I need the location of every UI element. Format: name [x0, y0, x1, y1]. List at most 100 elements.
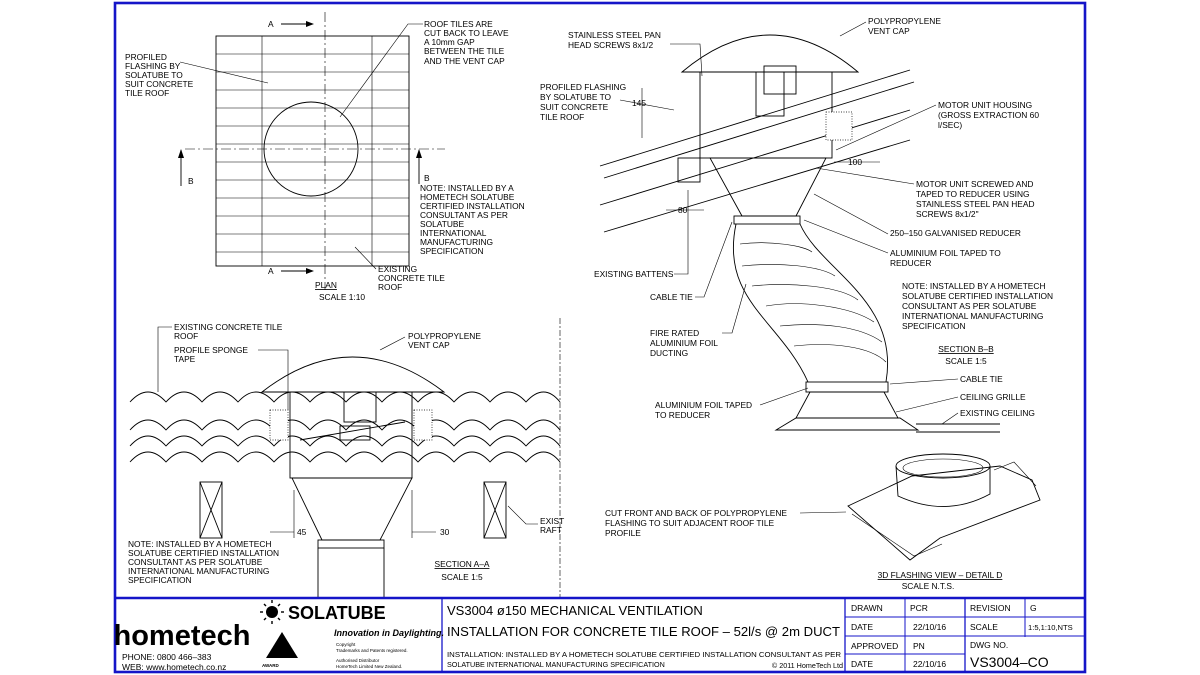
- detail-d-label: CUT FRONT AND BACK OF POLYPROPYLENE FLAS…: [605, 508, 847, 538]
- section-bb-label-cable-tie-top: CABLE TIE: [650, 221, 733, 302]
- detail-d-title: 3D FLASHING VIEW – DETAIL D: [878, 570, 1003, 580]
- svg-text:SPECIFICATION: SPECIFICATION: [902, 321, 966, 331]
- section-bb-label-battens: EXISTING BATTENS: [594, 190, 689, 279]
- svg-text:145: 145: [632, 98, 646, 108]
- svg-text:CONSULTANT AS PER SOLATUBE: CONSULTANT AS PER SOLATUBE: [902, 301, 1037, 311]
- svg-text:DUCTING: DUCTING: [650, 348, 688, 358]
- section-aa-view: 45 30 EXISTING CONCRETE TILE ROOF PROFIL…: [128, 318, 564, 598]
- copyright-small-1: Copyright: [336, 642, 356, 647]
- solatube-tagline: Innovation in Daylighting.: [334, 628, 444, 638]
- section-bb-label-ducting: FIRE RATED ALUMINIUM FOIL DUCTING: [650, 283, 747, 358]
- svg-text:ROOF: ROOF: [174, 331, 198, 341]
- solatube-logo: SOLATUBE: [288, 603, 386, 623]
- svg-text:NOTE: INSTALLED BY A HOMETECH: NOTE: INSTALLED BY A HOMETECH: [902, 281, 1046, 291]
- section-aa-sponge-right: [413, 409, 433, 441]
- svg-text:SUIT CONCRETE: SUIT CONCRETE: [540, 102, 609, 112]
- section-bb-view: 145 80 100 STAINLESS STEEL PAN HEAD SCRE…: [540, 16, 1053, 433]
- detail-d-collar: [895, 465, 991, 507]
- hometech-logo: hometech: [114, 620, 251, 652]
- distributor-small-2: HomeTech Limited New Zealand.: [336, 664, 402, 669]
- date-value: 22/10/16: [913, 622, 946, 632]
- section-bb-label-ceiling: EXISTING CEILING: [941, 408, 1035, 425]
- svg-text:FIRE RATED: FIRE RATED: [650, 328, 699, 338]
- svg-text:CONCRETE TILE: CONCRETE TILE: [378, 273, 445, 283]
- section-bb-label-cable-tie-bottom: CABLE TIE: [889, 374, 1003, 385]
- section-bb-label-motor-housing: MOTOR UNIT HOUSING (GROSS EXTRACTION 60 …: [835, 100, 1039, 151]
- section-bb-dim-100: 100: [834, 157, 880, 167]
- award-icon: [266, 632, 298, 658]
- section-bb-duct-ribs: [739, 242, 887, 363]
- section-aa-scale: SCALE 1:5: [441, 572, 483, 582]
- svg-text:CUT FRONT AND BACK OF POLYPROP: CUT FRONT AND BACK OF POLYPROPYLENE: [605, 508, 787, 518]
- copyright-small-2: Trademarks and Patents registered.: [336, 648, 408, 653]
- svg-text:INTERNATIONAL: INTERNATIONAL: [420, 228, 487, 238]
- svg-text:BETWEEN THE TILE: BETWEEN THE TILE: [424, 46, 505, 56]
- svg-text:PROFILE: PROFILE: [605, 528, 641, 538]
- plan-label-profiled-flashing: PROFILED FLASHING BY SOLATUBE TO SUIT CO…: [125, 52, 269, 98]
- svg-text:100: 100: [848, 157, 862, 167]
- distributor-small-1: Authorised Distributor: [336, 658, 380, 663]
- plan-tile-courses: [216, 36, 409, 266]
- section-aa-rafter-left: [199, 481, 223, 539]
- svg-text:SOLATUBE CERTIFIED INSTALLATIO: SOLATUBE CERTIFIED INSTALLATION: [128, 548, 279, 558]
- section-aa-vent-cap: [260, 356, 446, 393]
- svg-text:NOTE: INSTALLED BY A: NOTE: INSTALLED BY A: [420, 183, 514, 193]
- dwg-value: VS3004–CO: [970, 654, 1049, 670]
- revision-value: G: [1030, 603, 1037, 613]
- copyright-text: © 2011 HomeTech Ltd: [772, 661, 843, 670]
- drawn-label: DRAWN: [851, 603, 883, 613]
- svg-text:EXISTING: EXISTING: [378, 264, 417, 274]
- svg-text:REDUCER: REDUCER: [890, 258, 931, 268]
- svg-text:SOLATUBE CERTIFIED INSTALLATIO: SOLATUBE CERTIFIED INSTALLATION: [902, 291, 1053, 301]
- section-bb-dim-145: 145: [632, 88, 646, 138]
- svg-text:MOTOR UNIT HOUSING: MOTOR UNIT HOUSING: [938, 100, 1032, 110]
- section-bb-title: SECTION B–B: [938, 344, 994, 354]
- installation-note-line1: INSTALLATION: INSTALLED BY A HOMETECH SO…: [447, 650, 841, 659]
- svg-text:MOTOR UNIT SCREWED AND: MOTOR UNIT SCREWED AND: [916, 179, 1033, 189]
- svg-text:ALUMINIUM FOIL TAPED TO: ALUMINIUM FOIL TAPED TO: [890, 248, 1001, 258]
- svg-text:INTERNATIONAL MANUFACTURING: INTERNATIONAL MANUFACTURING: [902, 311, 1043, 321]
- scale-label: SCALE: [970, 622, 998, 632]
- section-bb-dim-80: 80: [666, 205, 704, 215]
- svg-text:CUT BACK TO LEAVE: CUT BACK TO LEAVE: [424, 28, 509, 38]
- scale-value: 1:5,1:10,NTS: [1028, 623, 1073, 632]
- svg-text:ALUMINIUM FOIL TAPED: ALUMINIUM FOIL TAPED: [655, 400, 752, 410]
- plan-label-roof-tiles: ROOF TILES ARE CUT BACK TO LEAVE A 10mm …: [339, 19, 509, 118]
- svg-text:45: 45: [297, 527, 307, 537]
- section-bb-label-motor-screwed: MOTOR UNIT SCREWED AND TAPED TO REDUCER …: [815, 167, 1035, 219]
- detail-d-view: CUT FRONT AND BACK OF POLYPROPYLENE FLAS…: [605, 453, 1041, 591]
- section-aa-roof-profile: [129, 391, 561, 463]
- svg-text:l/SEC): l/SEC): [938, 120, 962, 130]
- svg-text:POLYPROPYLENE: POLYPROPYLENE: [408, 331, 481, 341]
- svg-text:EXIST: EXIST: [540, 516, 564, 526]
- section-aa-label-vent-cap: POLYPROPYLENE VENT CAP: [379, 331, 481, 351]
- section-aa-label-sponge: PROFILE SPONGE TAPE: [174, 345, 289, 410]
- svg-text:RAFT: RAFT: [540, 525, 562, 535]
- svg-text:TAPED TO REDUCER USING: TAPED TO REDUCER USING: [916, 189, 1030, 199]
- svg-text:EXISTING BATTENS: EXISTING BATTENS: [594, 269, 674, 279]
- plan-tile-field: [215, 35, 410, 267]
- section-bb-note: NOTE: INSTALLED BY A HOMETECH SOLATUBE C…: [902, 281, 1053, 331]
- svg-text:TILE ROOF: TILE ROOF: [540, 112, 584, 122]
- svg-text:SOLATUBE: SOLATUBE: [420, 219, 464, 229]
- date-label: DATE: [851, 622, 873, 632]
- svg-text:PROFILED FLASHING: PROFILED FLASHING: [540, 82, 626, 92]
- award-text: AWARD: [262, 663, 280, 668]
- plan-marker-a-top: A: [268, 19, 274, 29]
- svg-text:NOTE: INSTALLED BY A HOMETECH: NOTE: INSTALLED BY A HOMETECH: [128, 539, 272, 549]
- svg-text:EXISTING CEILING: EXISTING CEILING: [960, 408, 1035, 418]
- svg-text:AND THE VENT CAP: AND THE VENT CAP: [424, 56, 505, 66]
- svg-text:SUIT CONCRETE: SUIT CONCRETE: [125, 79, 194, 89]
- svg-text:HOMETECH SOLATUBE: HOMETECH SOLATUBE: [420, 192, 515, 202]
- section-bb-label-vent-cap: POLYPROPYLENE VENT CAP: [839, 16, 941, 37]
- date2-value: 22/10/16: [913, 659, 946, 669]
- date2-label: DATE: [851, 659, 873, 669]
- svg-text:STAINLESS STEEL PAN HEAD: STAINLESS STEEL PAN HEAD: [916, 199, 1035, 209]
- plan-note: NOTE: INSTALLED BY A HOMETECH SOLATUBE C…: [420, 183, 525, 256]
- installation-note-line2: SOLATUBE INTERNATIONAL MANUFACTURING SPE…: [447, 660, 665, 669]
- section-bb-label-profiled-flashing: PROFILED FLASHING BY SOLATUBE TO SUIT CO…: [540, 82, 675, 122]
- drawn-value: PCR: [910, 603, 928, 613]
- plan-marker-a-bottom: A: [268, 266, 274, 276]
- svg-text:ROOF TILES ARE: ROOF TILES ARE: [424, 19, 493, 29]
- section-bb-label-reducer: 250–150 GALVANISED REDUCER: [813, 193, 1021, 238]
